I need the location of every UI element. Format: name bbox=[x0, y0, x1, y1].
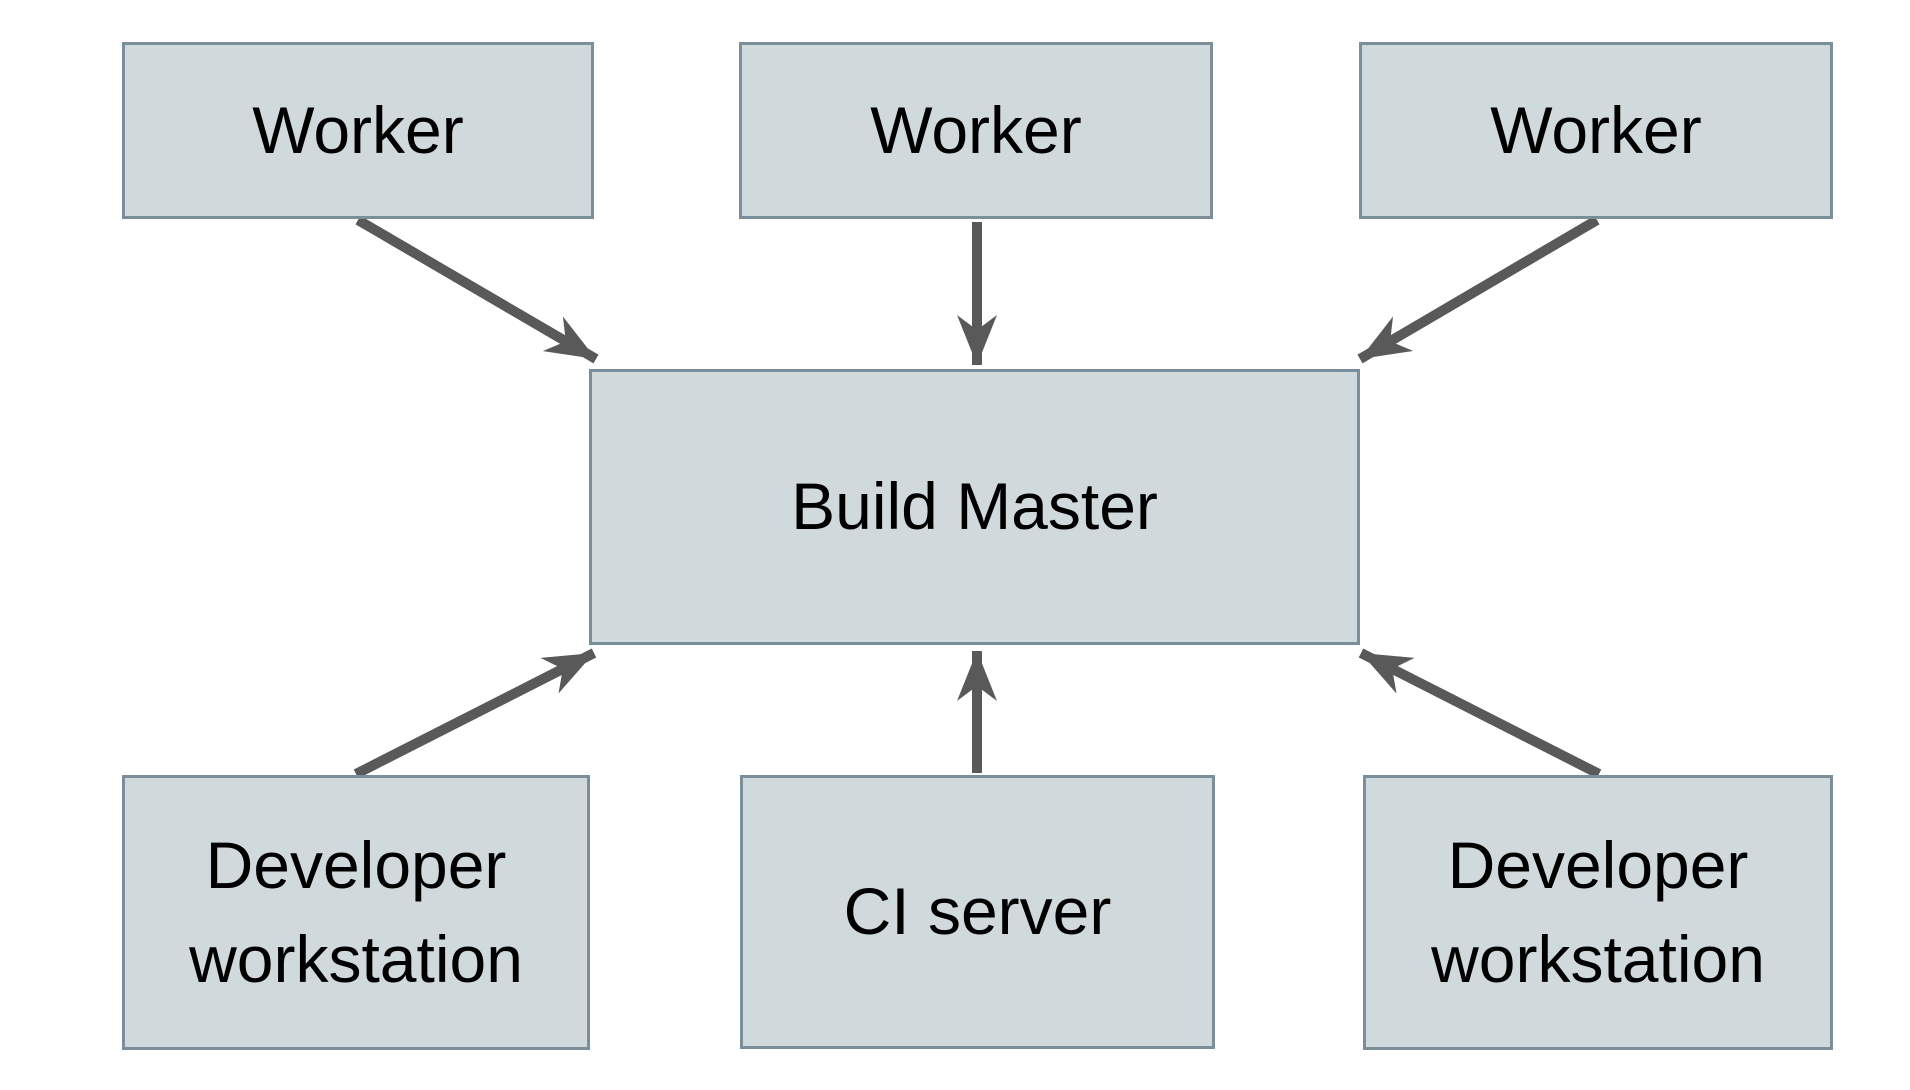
arrow-devright-to-buildmaster bbox=[1358, 648, 1602, 779]
arrow-worker3-to-buildmaster bbox=[1357, 215, 1600, 364]
node-build-master-label: Build Master bbox=[791, 469, 1158, 544]
node-worker-1-label: Worker bbox=[252, 92, 464, 167]
node-worker-3: Worker bbox=[1359, 42, 1833, 219]
arrow-worker1-to-buildmaster bbox=[355, 215, 599, 364]
node-developer-workstation-right-label: Developer workstation bbox=[1431, 827, 1765, 996]
node-worker-3-label: Worker bbox=[1490, 92, 1702, 167]
arrow-devleft-to-buildmaster bbox=[353, 648, 597, 779]
node-build-master: Build Master bbox=[589, 369, 1360, 645]
node-developer-workstation-left-label: Developer workstation bbox=[189, 827, 523, 996]
node-developer-workstation-right: Developer workstation bbox=[1363, 775, 1833, 1050]
node-ci-server-label: CI server bbox=[843, 874, 1112, 949]
node-worker-2-label: Worker bbox=[870, 92, 1082, 167]
node-ci-server: CI server bbox=[740, 775, 1215, 1049]
node-worker-2: Worker bbox=[739, 42, 1213, 219]
node-developer-workstation-left: Developer workstation bbox=[122, 775, 590, 1050]
node-worker-1: Worker bbox=[122, 42, 594, 219]
